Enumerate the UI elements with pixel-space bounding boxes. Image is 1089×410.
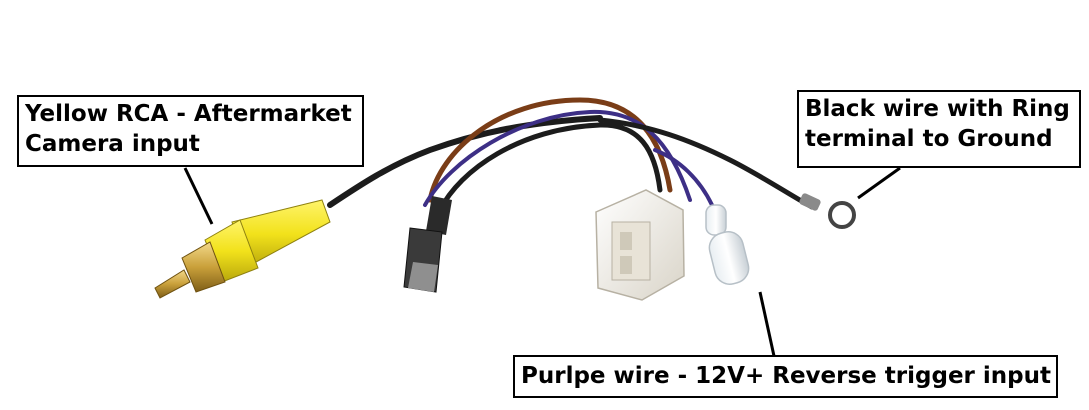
purple-trigger-wire: [653, 148, 714, 207]
trigger-callout: Purlpe wire - 12V+ Reverse trigger input: [513, 355, 1058, 398]
bullet-connector: [705, 204, 750, 285]
white-multi-pin-connector: [595, 189, 685, 301]
purple-wire-bundle: [423, 109, 692, 207]
black-ground-wire: [597, 117, 815, 210]
rca-pointer-line: [183, 167, 214, 225]
black-coax-wire: [327, 115, 603, 208]
ground-pointer-line: [857, 166, 901, 200]
black-wire-bundle: [437, 122, 663, 213]
small-black-connector: [403, 196, 452, 293]
trigger-callout-line-1: Purlpe wire - 12V+ Reverse trigger input: [521, 363, 1051, 389]
ground-callout-line-1: Black wire with Ring: [805, 96, 1070, 122]
ground-callout: Black wire with Ring terminal to Ground: [797, 90, 1081, 168]
rca-callout-line-2: Camera input: [25, 131, 200, 157]
rca-callout-line-1: Yellow RCA - Aftermarket: [25, 101, 352, 127]
trigger-pointer-line: [758, 291, 776, 357]
rca-callout: Yellow RCA - Aftermarket Camera input: [17, 95, 364, 167]
brown-wire: [427, 97, 673, 203]
ground-callout-line-2: terminal to Ground: [805, 126, 1053, 152]
yellow-rca-plug: [154, 199, 331, 299]
ring-terminal: [799, 193, 856, 229]
